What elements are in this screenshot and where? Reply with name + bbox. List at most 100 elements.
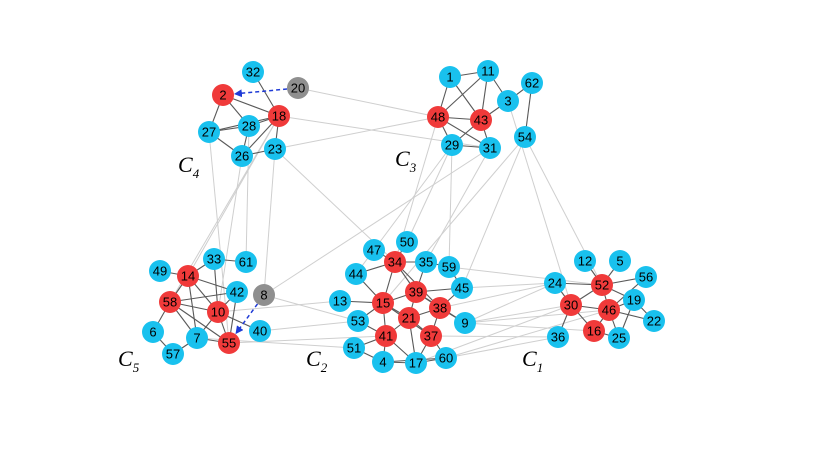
node-circle (398, 307, 420, 329)
node-61: 61 (235, 251, 257, 273)
node-label: 37 (424, 329, 438, 344)
node-circle (427, 106, 449, 128)
node-label: 5 (616, 254, 623, 269)
node-label: 62 (525, 76, 539, 91)
node-2: 2 (212, 84, 234, 106)
node-circle (363, 239, 385, 261)
node-39: 39 (405, 281, 427, 303)
node-label: 3 (504, 94, 511, 109)
node-circle (643, 310, 665, 332)
node-label: 54 (518, 130, 532, 145)
node-52: 52 (591, 274, 613, 296)
node-label: 30 (564, 298, 578, 313)
node-label: 25 (612, 331, 626, 346)
node-58: 58 (159, 291, 181, 313)
node-label: 53 (351, 314, 365, 329)
node-18: 18 (268, 105, 290, 127)
node-circle (521, 72, 543, 94)
node-circle (583, 320, 605, 342)
node-49: 49 (149, 260, 171, 282)
node-circle (186, 327, 208, 349)
node-circle (396, 231, 418, 253)
node-label: 44 (349, 267, 363, 282)
node-label: 6 (149, 325, 156, 340)
edge-45-24 (461, 282, 556, 289)
node-45: 45 (451, 277, 473, 299)
edge-48-11 (437, 70, 489, 118)
node-17: 17 (405, 352, 427, 374)
node-circle (405, 352, 427, 374)
node-circle (235, 251, 257, 273)
node-circle (372, 351, 394, 373)
node-circle (451, 277, 473, 299)
node-20: 20 (287, 77, 309, 99)
node-circle (375, 325, 397, 347)
edge-10-13 (217, 300, 341, 313)
node-label: 47 (367, 243, 381, 258)
node-label: 7 (193, 331, 200, 346)
node-circle (345, 263, 367, 285)
node-circle (560, 294, 582, 316)
node-label: 28 (242, 119, 256, 134)
node-31: 31 (479, 137, 501, 159)
node-label: 40 (253, 324, 267, 339)
node-circle (242, 61, 264, 83)
node-circle (162, 343, 184, 365)
node-label: 32 (246, 65, 260, 80)
node-label: 33 (207, 252, 221, 267)
node-label: 51 (347, 341, 361, 356)
node-circle (264, 138, 286, 160)
node-38: 38 (429, 297, 451, 319)
node-circle (142, 321, 164, 343)
node-57: 57 (162, 343, 184, 365)
node-circle (207, 301, 229, 323)
node-label: 58 (163, 295, 177, 310)
node-40: 40 (249, 320, 271, 342)
node-44: 44 (345, 263, 367, 285)
edge-8-53 (263, 294, 359, 322)
node-label: 56 (639, 270, 653, 285)
node-circle (454, 312, 476, 334)
node-label: 29 (445, 138, 459, 153)
node-circle (177, 265, 199, 287)
node-26: 26 (231, 145, 253, 167)
node-label: 15 (376, 296, 390, 311)
node-15: 15 (372, 292, 394, 314)
node-circle (149, 260, 171, 282)
node-label: 34 (388, 255, 402, 270)
node-circle (608, 327, 630, 349)
node-label: 61 (239, 255, 253, 270)
node-42: 42 (226, 281, 248, 303)
edge-54-15 (382, 136, 526, 304)
edge-58-55 (169, 301, 230, 344)
node-circle (635, 266, 657, 288)
node-53: 53 (347, 310, 369, 332)
node-circle (477, 60, 499, 82)
node-41: 41 (375, 325, 397, 347)
node-label: 27 (202, 125, 216, 140)
node-label: 52 (595, 278, 609, 293)
node-56: 56 (635, 266, 657, 288)
node-48: 48 (427, 106, 449, 128)
node-circle (470, 109, 492, 131)
node-label: 17 (409, 356, 423, 371)
node-label: 12 (578, 254, 592, 269)
node-36: 36 (547, 326, 569, 348)
node-30: 30 (560, 294, 582, 316)
node-circle (203, 248, 225, 270)
node-37: 37 (420, 325, 442, 347)
node-label: 20 (291, 81, 305, 96)
node-51: 51 (343, 337, 365, 359)
node-label: 42 (230, 285, 244, 300)
edge-58-42 (169, 291, 238, 303)
node-label: 55 (222, 336, 236, 351)
node-10: 10 (207, 301, 229, 323)
node-label: 21 (402, 311, 416, 326)
node-label: 50 (400, 235, 414, 250)
node-54: 54 (514, 126, 536, 148)
node-62: 62 (521, 72, 543, 94)
node-4: 4 (372, 351, 394, 373)
community-label-c5: C5 (118, 346, 140, 375)
edge-23-48 (274, 116, 439, 150)
